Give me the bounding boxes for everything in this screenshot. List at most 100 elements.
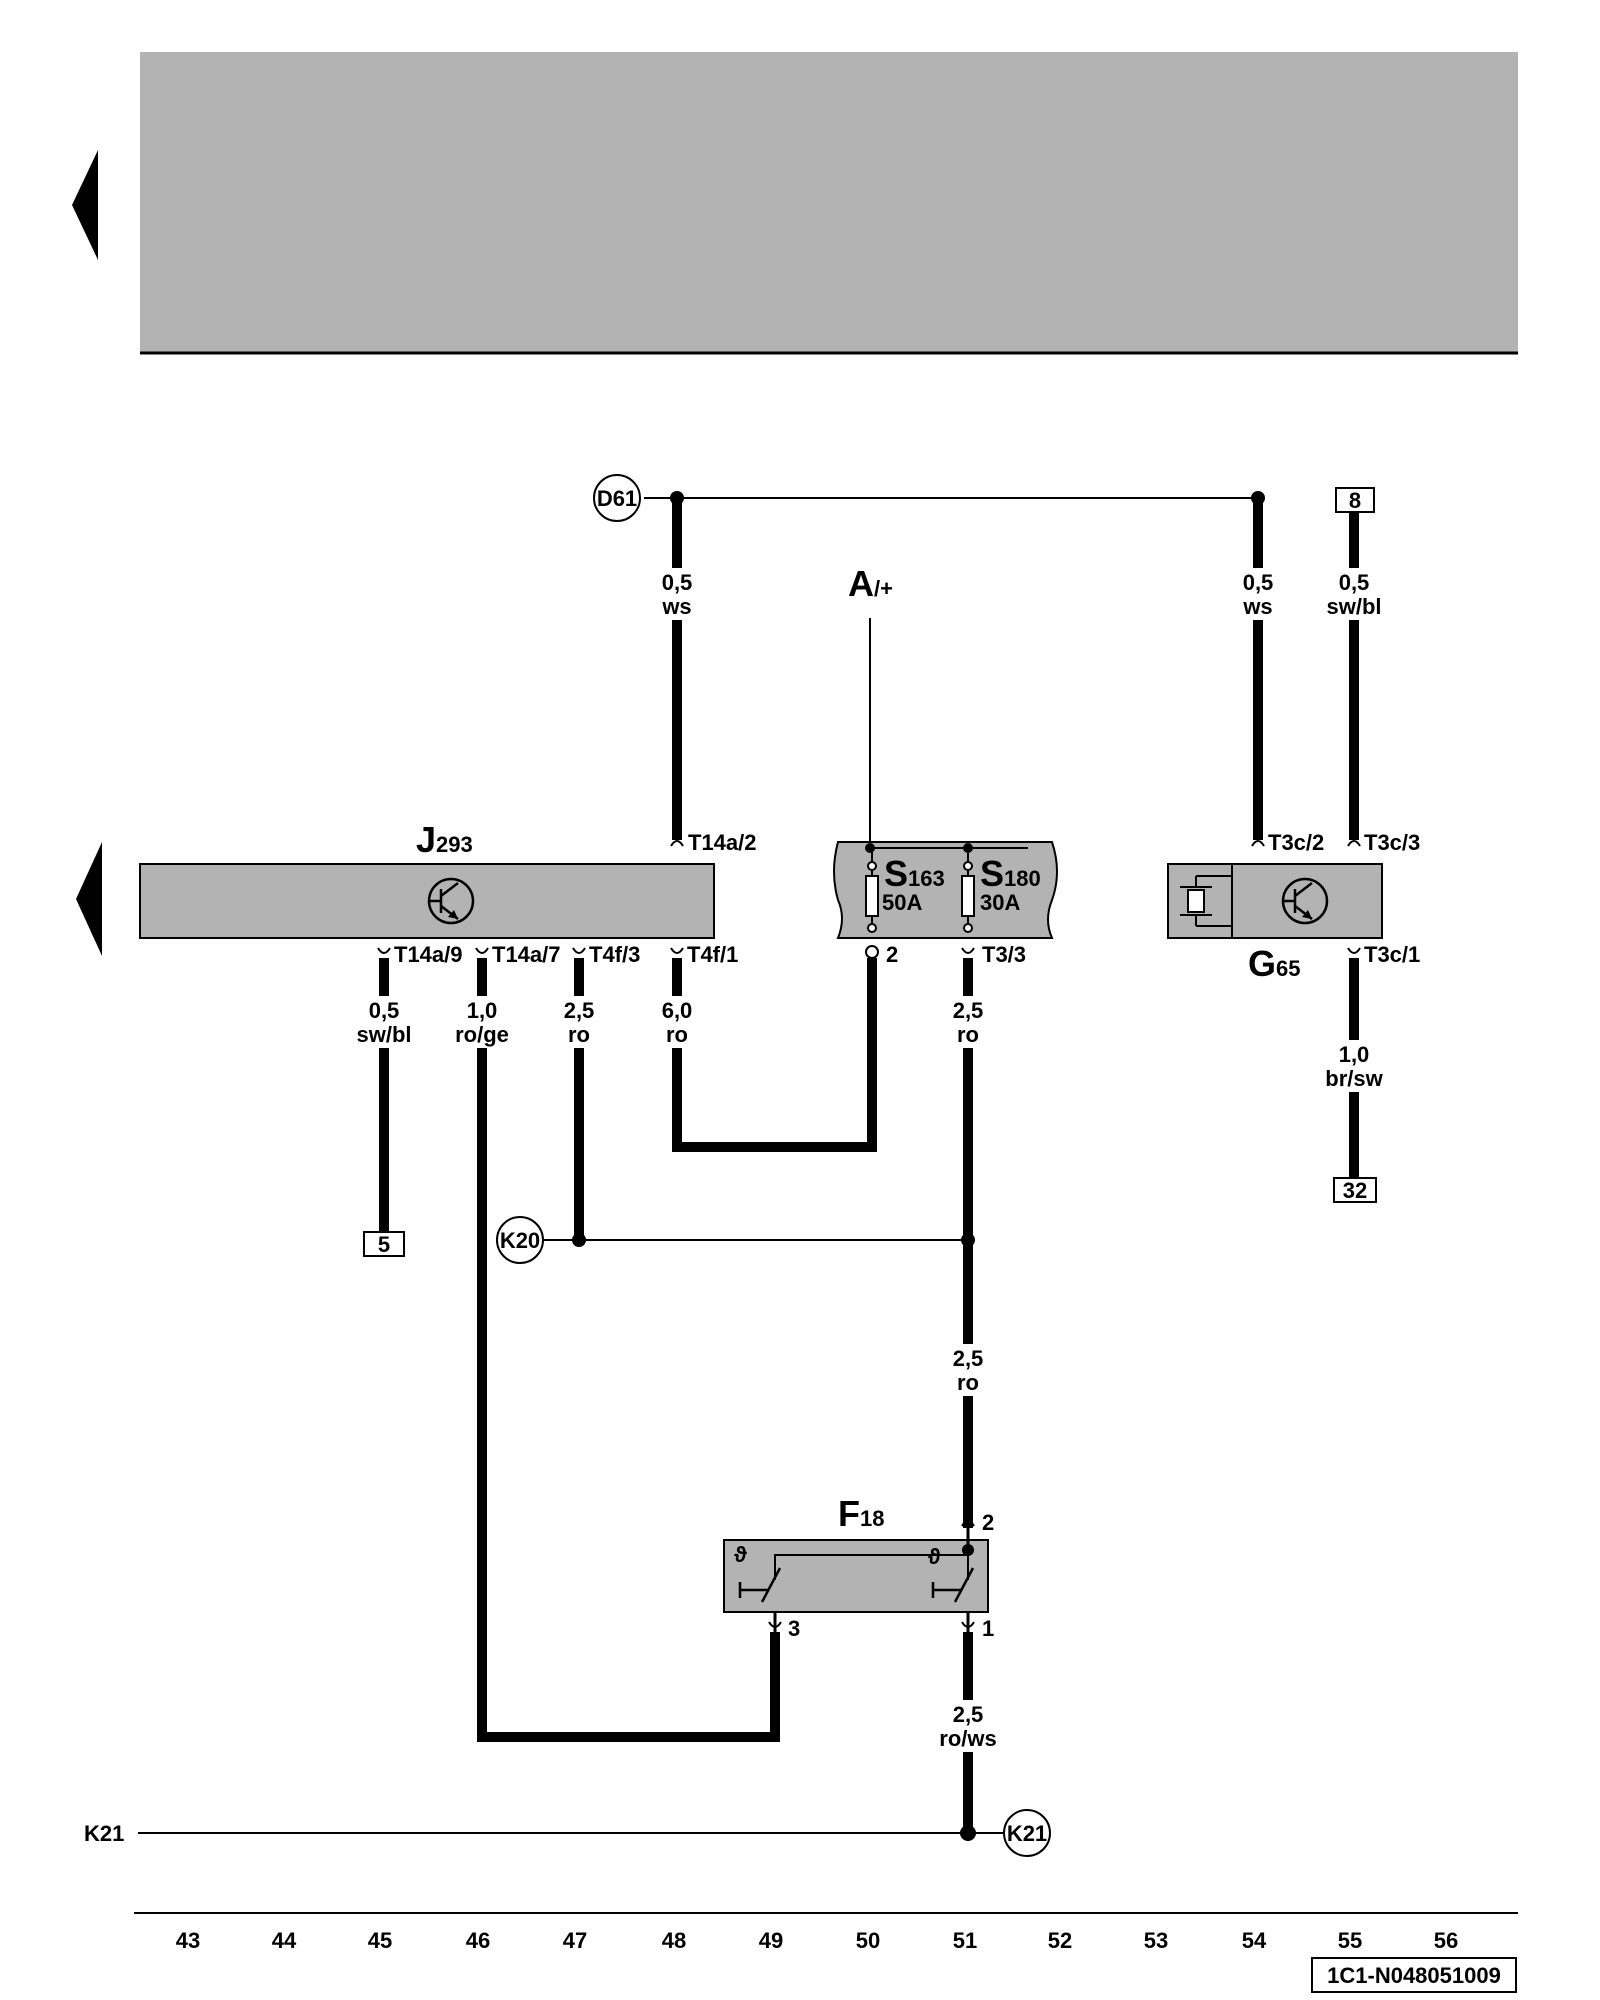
- svg-text:ro: ro: [957, 1370, 979, 1395]
- column-number: 45: [368, 1928, 392, 1953]
- wire-label-g65-ws: 0,5 ws: [1231, 568, 1285, 620]
- wire-j293-s163: [672, 958, 877, 1152]
- junction-dots: [572, 491, 1265, 1841]
- svg-text:1C1-N048051009: 1C1-N048051009: [1327, 1963, 1501, 1988]
- wire-label-j-roge: 1,0 ro/ge: [446, 996, 518, 1048]
- thin-wires: [138, 497, 1258, 1834]
- pin-t4f-1: T4f/1: [687, 942, 738, 967]
- svg-text:K20: K20: [500, 1228, 540, 1253]
- a-plus-label: A/+: [848, 563, 893, 604]
- doc-id-box: 1C1-N048051009: [1311, 1957, 1517, 1993]
- svg-text:D61: D61: [597, 486, 637, 511]
- svg-text:J293: J293: [416, 819, 473, 860]
- pin-t3c-2: T3c/2: [1268, 830, 1324, 855]
- ref-box-8: 8: [1335, 487, 1375, 513]
- svg-text:F18: F18: [838, 1493, 884, 1534]
- svg-text:ws: ws: [1242, 594, 1272, 619]
- prev-section-arrow-icon[interactable]: [76, 842, 102, 956]
- svg-text:ro/ge: ro/ge: [455, 1022, 509, 1047]
- pin-s163-2: 2: [886, 942, 898, 967]
- wire-label-j-ro25: 2,5 ro: [552, 996, 606, 1048]
- transistor-icon: [1281, 877, 1329, 925]
- svg-text:G65: G65: [1248, 943, 1301, 984]
- svg-text:2,5: 2,5: [564, 998, 595, 1023]
- wire-label-d61: 0,5 ws: [650, 568, 704, 620]
- svg-text:ro: ro: [957, 1022, 979, 1047]
- pin-t14a-9: T14a/9: [394, 942, 463, 967]
- crystal-icon: [1187, 889, 1205, 913]
- svg-text:ws: ws: [661, 594, 691, 619]
- column-number: 47: [563, 1928, 587, 1953]
- k20-connector: K20: [496, 1216, 544, 1264]
- wire-label-j-ro60: 6,0 ro: [650, 996, 704, 1048]
- column-number: 48: [662, 1928, 686, 1953]
- svg-text:6,0: 6,0: [662, 998, 693, 1023]
- wire-label-s180-ro: 2,5 ro: [941, 996, 995, 1048]
- pin-f18-2: 2: [982, 1510, 994, 1535]
- svg-text:ro: ro: [666, 1022, 688, 1047]
- f18-switch: ϑ ϑ F18: [723, 1493, 989, 1632]
- svg-text:S163: S163: [884, 853, 945, 894]
- wire-label-j-swbl: 0,5 sw/bl: [348, 996, 420, 1048]
- pin-t3-3: T3/3: [982, 942, 1026, 967]
- wire-label-f18-rows: 2,5 ro/ws: [930, 1700, 1006, 1752]
- svg-text:32: 32: [1343, 1178, 1367, 1203]
- column-number: 56: [1434, 1928, 1458, 1953]
- svg-text:1,0: 1,0: [1339, 1042, 1370, 1067]
- svg-text:S180: S180: [980, 853, 1041, 894]
- svg-text:1,0: 1,0: [467, 998, 498, 1023]
- svg-text:0,5: 0,5: [1339, 570, 1370, 595]
- ref-box-32: 32: [1333, 1177, 1377, 1203]
- pin-t3c-3: T3c/3: [1364, 830, 1420, 855]
- ref-box-5: 5: [363, 1231, 405, 1257]
- svg-text:8: 8: [1349, 488, 1361, 513]
- pin-f18-1: 1: [982, 1616, 994, 1641]
- svg-text:2,5: 2,5: [953, 1346, 984, 1371]
- column-number: 43: [176, 1928, 200, 1953]
- g65-sensor: G65: [1167, 863, 1383, 984]
- k21-left-label: K21: [84, 1821, 124, 1846]
- pin-t14a-2: T14a/2: [688, 830, 757, 855]
- svg-text:sw/bl: sw/bl: [1326, 594, 1381, 619]
- wire-j293-f18: [477, 958, 780, 1742]
- pin-f18-3: 3: [788, 1616, 800, 1641]
- column-number: 49: [759, 1928, 783, 1953]
- wire-label-g65-swbl: 0,5 sw/bl: [1318, 568, 1390, 620]
- pin-t3c-1: T3c/1: [1364, 942, 1420, 967]
- pin-terminals: [377, 840, 1361, 1628]
- column-number: 53: [1144, 1928, 1168, 1953]
- d61-connector: D61: [593, 474, 641, 522]
- fuse-holder-s163-s180: S163 50A S180 30A: [833, 841, 1058, 939]
- column-number: 44: [272, 1928, 297, 1953]
- svg-text:ro/ws: ro/ws: [939, 1726, 996, 1751]
- pin-t14a-7: T14a/7: [492, 942, 561, 967]
- column-number: 54: [1242, 1928, 1267, 1953]
- prev-page-arrow-icon[interactable]: [72, 150, 98, 260]
- k21-connector: K21: [1003, 1809, 1051, 1857]
- svg-text:K21: K21: [1007, 1821, 1047, 1846]
- column-numbers: 43 44 45 46 47 48 49 50 51 52 53 54 55 56: [176, 1928, 1458, 1953]
- pin-t4f-3: T4f/3: [589, 942, 640, 967]
- wire-label-g65-brsw: 1,0 br/sw: [1318, 1040, 1390, 1092]
- svg-text:0,5: 0,5: [1243, 570, 1274, 595]
- temperature-icon: ϑ: [734, 1542, 747, 1567]
- svg-text:sw/bl: sw/bl: [356, 1022, 411, 1047]
- svg-text:0,5: 0,5: [662, 570, 693, 595]
- column-number: 46: [466, 1928, 490, 1953]
- fuse-s180-icon: [961, 875, 975, 917]
- fuse-s163-icon: [865, 875, 879, 917]
- column-number: 52: [1048, 1928, 1072, 1953]
- svg-text:br/sw: br/sw: [1325, 1066, 1383, 1091]
- column-number: 50: [856, 1928, 880, 1953]
- header-band: [140, 52, 1518, 352]
- svg-text:0,5: 0,5: [369, 998, 400, 1023]
- column-number: 51: [953, 1928, 977, 1953]
- svg-text:2,5: 2,5: [953, 998, 984, 1023]
- temperature-icon: ϑ: [928, 1544, 941, 1569]
- column-number: 55: [1338, 1928, 1362, 1953]
- svg-text:50A: 50A: [882, 890, 922, 915]
- j293-control-unit: J293: [139, 819, 715, 939]
- svg-text:5: 5: [378, 1232, 390, 1257]
- svg-text:2,5: 2,5: [953, 1702, 984, 1727]
